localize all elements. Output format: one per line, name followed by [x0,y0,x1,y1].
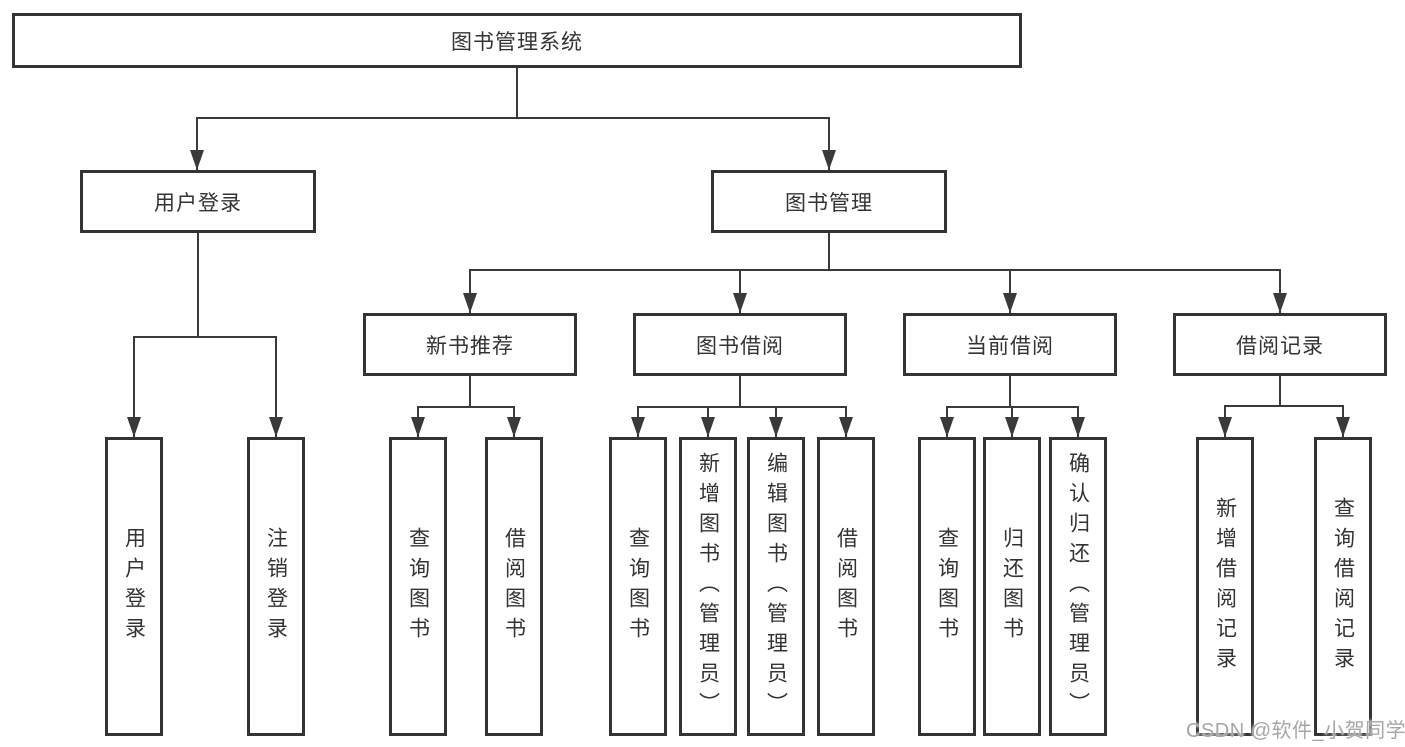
arrow-to-new-book [469,270,471,313]
arrow-to-user-login [196,118,198,170]
node-borrow-record: 借阅记录 [1173,313,1387,376]
connector-root-split [196,117,830,119]
arrow-to-record-query [1342,406,1344,437]
arrow-to-record [1279,270,1281,313]
arrow-to-book-mgmt [828,118,830,170]
leaf-borrow-add: 新增图书（管理员） [679,437,737,736]
leaf-borrow-borrow: 借阅图书 [817,437,875,736]
connector-user-stem [197,233,199,337]
leaf-current-query: 查询图书 [918,437,976,736]
leaf-current-return: 归还图书 [983,437,1041,736]
arrow-to-borrow [739,270,741,313]
arrow-to-borrow-add [707,407,709,437]
node-book-mgmt: 图书管理 [711,170,947,233]
arrow-to-record-add [1224,406,1226,437]
arrow-to-current-return [1011,407,1013,437]
leaf-newbook-query: 查询图书 [389,437,447,736]
leaf-record-add: 新增借阅记录 [1196,437,1254,736]
connector-user-split [133,336,277,338]
connector-newbook-stem [469,376,471,407]
leaf-newbook-borrow: 借阅图书 [485,437,543,736]
node-book-borrow: 图书借阅 [633,313,847,376]
leaf-borrow-query: 查询图书 [609,437,667,736]
leaf-record-query: 查询借阅记录 [1314,437,1372,736]
connector-borrow-split [637,406,847,408]
arrow-to-leaf-user-login [133,337,135,437]
connector-mgmt-stem [828,233,830,271]
leaf-current-confirm: 确认归还（管理员） [1049,437,1107,736]
arrow-to-newbook-borrow [513,407,515,437]
connector-mgmt-split [469,269,1281,271]
connector-record-split [1224,405,1344,407]
leaf-borrow-edit: 编辑图书（管理员） [747,437,805,736]
connector-current-stem [1009,376,1011,407]
arrow-to-borrow-edit [775,407,777,437]
arrow-to-borrow-borrow [845,407,847,437]
arrow-to-current [1009,270,1011,313]
connector-newbook-split [417,406,515,408]
arrow-to-current-query [946,407,948,437]
node-root: 图书管理系统 [12,13,1022,68]
arrow-to-newbook-query [417,407,419,437]
node-new-book-rec: 新书推荐 [363,313,577,376]
node-current-borrow: 当前借阅 [903,313,1117,376]
connector-record-stem [1279,376,1281,406]
arrow-to-current-confirm [1077,407,1079,437]
arrow-to-leaf-logout [275,337,277,437]
connector-root-stem [516,68,518,118]
arrow-to-borrow-query [637,407,639,437]
leaf-user-login: 用户登录 [105,437,163,736]
node-user-login: 用户登录 [80,170,316,233]
leaf-logout: 注销登录 [247,437,305,736]
connector-borrow-stem [739,376,741,407]
csdn-watermark: CSDN @软件_小贺同学 [1186,720,1405,742]
